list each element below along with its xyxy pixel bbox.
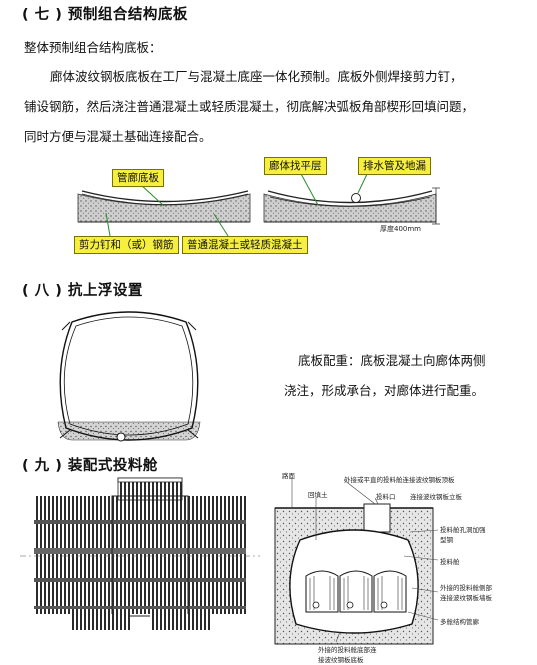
top-plate-label: 外接或平直的投料舱连接波纹钢板顶板 [344, 476, 455, 484]
wall-plate-label: 外接的投料舱侧部连接波纹钢板墙板 [440, 584, 492, 602]
feed-opening-label: 投料口 [376, 493, 396, 501]
bottom-plate-diagram [77, 171, 440, 237]
road-surface-label: 路面 [282, 472, 295, 480]
bottom-plate-note: 外接的投料舱底部连接波纹钢板底板 [318, 646, 377, 664]
section7-paragraph-line3: 同时方便与混凝土基础连接配合。 [24, 129, 212, 144]
leveling-layer-label: 廊体找平层 [264, 157, 327, 175]
multi-cell-tunnel-label: 多舱结构管廊 [440, 618, 479, 626]
section7-paragraph-line2: 铺设钢筋，然后浇注普通混凝土或轻质混凝土，彻底解决弧板角部楔形回填问题， [24, 99, 475, 114]
riser-plate-label: 连接波纹钢板立板 [410, 493, 462, 501]
shear-stud-label: 剪力钉和（或）钢筋 [74, 236, 179, 254]
concrete-type-label: 普通混凝土或轻质混凝土 [182, 236, 308, 254]
backfill-label: 回填土 [308, 491, 328, 499]
section8-heading: ( 八 ) 抗上浮设置 [22, 283, 143, 299]
reinforcement-steel-label: 投料舱孔洞加强型钢 [440, 526, 486, 544]
thickness-note: 厚度400mm [380, 225, 421, 233]
anti-float-diagram [57, 311, 201, 442]
section7-subheading: 整体预制组合结构底板： [24, 40, 162, 55]
anti-float-desc-line2: 浇注，形成承台，对廊体进行配重。 [284, 383, 485, 398]
anti-float-desc-line1: 底板配重：底板混凝土向廊体两侧 [298, 353, 486, 368]
section9-heading: ( 九 ) 装配式投料舱 [22, 458, 158, 474]
section7-paragraph-line1: 廊体波纹钢板底板在工厂与混凝土底座一体化预制。底板外侧焊接剪力钉， [50, 69, 463, 84]
feed-chamber-label: 投料舱 [440, 558, 460, 566]
section7-heading: ( 七 ) 预制组合结构底板 [22, 7, 188, 23]
bottom-plate-label: 管廊底板 [112, 169, 164, 187]
drain-pipe-label: 排水管及地漏 [358, 157, 431, 175]
